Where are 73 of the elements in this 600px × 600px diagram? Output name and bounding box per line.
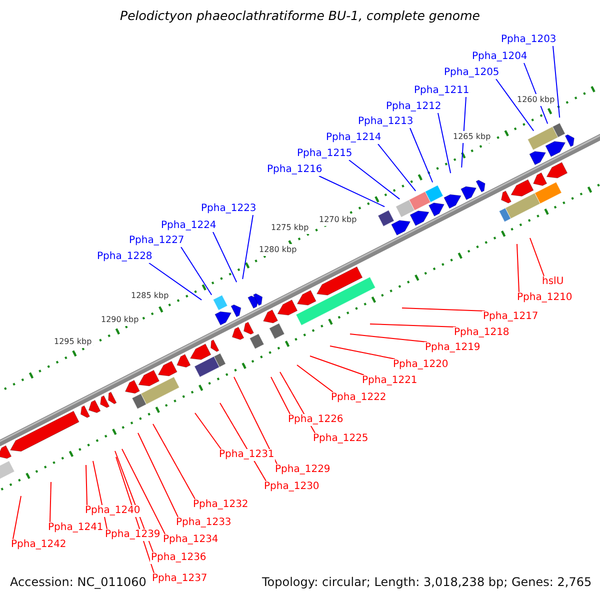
leader-line	[310, 356, 364, 376]
gene-label: Ppha_1229	[274, 464, 332, 476]
gene-label: Ppha_1215	[296, 148, 354, 160]
gene-label: Ppha_1211	[413, 85, 470, 97]
scale-label: 1270 kbp	[318, 214, 358, 226]
leader-line	[270, 376, 290, 414]
leader-line	[402, 308, 486, 312]
gene-label: Ppha_1223	[200, 203, 258, 215]
scale-label: 1295 kbp	[53, 336, 93, 348]
scale-label: 1260 kbp	[516, 94, 556, 106]
gene-label: Ppha_1212	[385, 101, 442, 113]
scale-label: 1290 kbp	[100, 314, 140, 326]
gene-label: Ppha_1221	[361, 375, 418, 387]
gene-label: Ppha_1232	[192, 499, 250, 511]
leader-line	[496, 78, 534, 132]
leader-line	[378, 144, 416, 192]
leader-line	[50, 482, 52, 522]
gene-label: Ppha_1230	[263, 481, 320, 493]
gene-label: Ppha_1226	[287, 414, 344, 426]
leader-line	[552, 46, 560, 118]
gene-label: Ppha_1241	[47, 522, 104, 534]
gene-label: Ppha_1204	[471, 51, 528, 63]
leader-line	[330, 346, 396, 360]
leader-line	[122, 448, 166, 534]
leader-line	[194, 412, 222, 450]
leader-line	[350, 334, 428, 342]
gene-label: Ppha_1205	[443, 67, 500, 79]
leader-line	[530, 238, 544, 276]
leader-line	[348, 160, 400, 200]
gene-label: Ppha_1203	[500, 34, 558, 46]
leader-line	[242, 214, 254, 280]
leader-line	[234, 376, 278, 464]
scale-label: 1265 kbp	[452, 131, 492, 143]
leader-line	[148, 262, 202, 300]
gene-label: Ppha_1210	[516, 292, 574, 304]
gene-label: Ppha_1234	[162, 534, 220, 546]
leader-line	[212, 232, 238, 283]
gene-label: Ppha_1214	[325, 132, 382, 144]
gene-label: Ppha_1239	[104, 529, 162, 541]
leader-line	[152, 424, 196, 500]
leader-line	[296, 364, 334, 392]
gene-label: Ppha_1216	[266, 164, 324, 176]
leader-line	[180, 246, 212, 296]
gene-label: Ppha_1231	[218, 449, 276, 461]
gene-label: Ppha_1224	[160, 220, 218, 232]
leader-line	[86, 464, 88, 506]
gene-label: Ppha_1240	[84, 505, 142, 517]
gene-label: Ppha_1237	[151, 573, 208, 585]
leader-line	[410, 128, 434, 183]
gene-label: Ppha_1220	[392, 359, 450, 371]
footer-text: Accession: NC_011060	[10, 576, 146, 588]
footer-text: Topology: circular; Length: 3,018,238 bp; Genes: 2,765	[262, 576, 592, 588]
scale-label: 1280 kbp	[258, 244, 298, 256]
leader-line	[370, 324, 456, 328]
scale-label: 1275 kbp	[270, 222, 310, 234]
leader-line	[438, 112, 452, 174]
gene-label: Ppha_1222	[330, 392, 388, 404]
gene-label: Ppha_1228	[96, 251, 154, 263]
gene-label: Ppha_1225	[312, 433, 370, 445]
leader-line	[12, 496, 22, 540]
leader-line	[318, 176, 386, 208]
leader-line	[138, 432, 178, 518]
gene-label: Ppha_1242	[10, 539, 68, 551]
gene-label: Ppha_1217	[482, 311, 540, 323]
title: Pelodictyon phaeoclathratiforme BU-1, complete genome	[119, 10, 481, 22]
scale-label: 1285 kbp	[130, 290, 170, 302]
gene-label: Ppha_1227	[128, 235, 186, 247]
leader-line	[516, 244, 520, 292]
gene-label: Ppha_1233	[175, 517, 232, 529]
gene-label: Ppha_1213	[357, 116, 414, 128]
gene-label: Ppha_1218	[453, 327, 510, 339]
gene-label: Ppha_1219	[424, 342, 482, 354]
gene-label: Ppha_1236	[150, 552, 208, 564]
